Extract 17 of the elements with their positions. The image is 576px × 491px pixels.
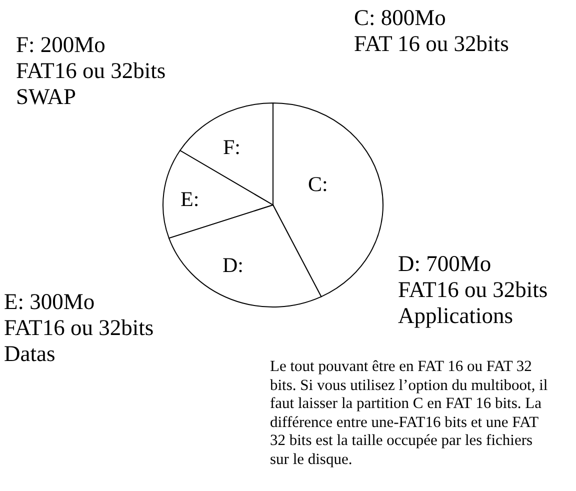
slice-label: F: [223, 136, 241, 158]
slice-caption: C: 800Mo [354, 5, 446, 31]
slice-caption: FAT 16 ou 32bits [354, 31, 509, 57]
slice-label: C: [308, 172, 328, 196]
slice-caption: D: 700Mo [398, 251, 492, 277]
slice-caption: Applications [398, 303, 513, 329]
slice-caption: SWAP [16, 84, 76, 110]
slice-caption: FAT16 ou 32bits [398, 277, 548, 303]
slice-caption: F: 200Mo [16, 32, 106, 58]
slice-caption: FAT16 ou 32bits [4, 315, 154, 341]
slice-caption: Datas [4, 341, 56, 367]
slice-caption: E: 300Mo [4, 289, 95, 315]
slice-label: D: [222, 254, 244, 276]
slice-label: E: [180, 188, 200, 210]
slice-caption: FAT16 ou 32bits [16, 58, 166, 84]
pie-slice [179, 102, 274, 206]
note-text: Le tout pouvant être en FAT 16 ou FAT 32 bits. Si vous utilisez l’option du multiboot, il faut laisser la partition C en FAT 16 bits. La différence entre une-FAT16 bits et une FAT 32 bits est la taille occupée par les fichiers sur le disque. [270, 358, 549, 469]
